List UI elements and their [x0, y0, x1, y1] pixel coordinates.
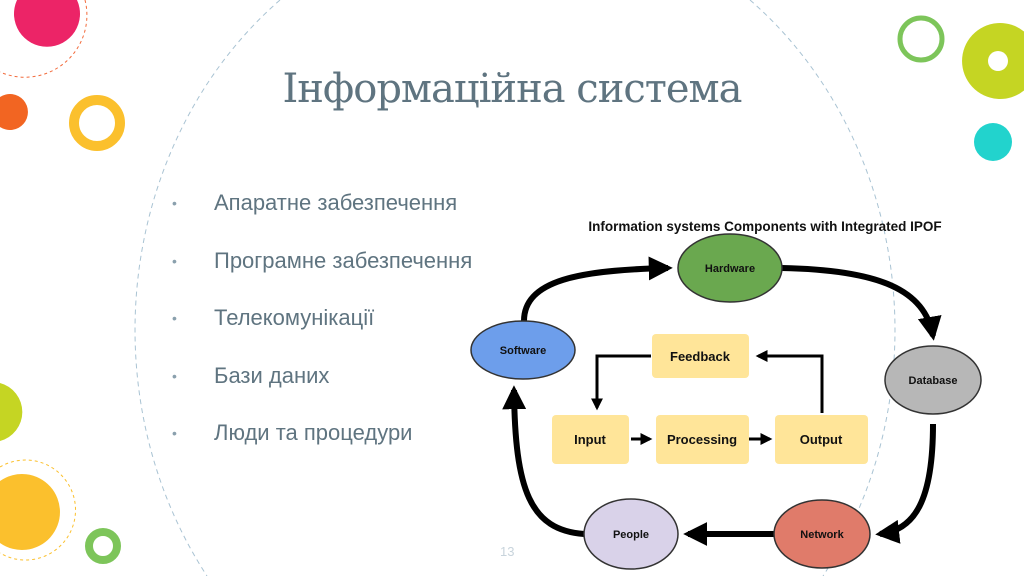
processing-box — [656, 415, 749, 464]
page-number: 13 — [500, 544, 515, 559]
pink-circle-decoration — [14, 0, 81, 47]
feedback-box — [652, 334, 749, 378]
bullet-item: • Телекомунікації — [172, 305, 472, 363]
output-label: Output — [800, 432, 843, 447]
software-label: Software — [500, 345, 546, 357]
teal-circle-decoration — [974, 123, 1012, 161]
processing-label: Processing — [667, 432, 737, 447]
bullet-icon: • — [172, 310, 177, 326]
bullet-icon: • — [172, 425, 177, 441]
hardware-label: Hardware — [705, 263, 755, 275]
bullet-text: Програмне забезпечення — [214, 247, 473, 273]
arrow-people-software — [502, 385, 585, 537]
output-box — [775, 415, 868, 464]
slide-title: Інформаційна система — [282, 66, 742, 112]
green-ring-decoration-bottom — [85, 528, 121, 564]
dashed-ring-decoration-bottom — [0, 459, 77, 561]
lime-ring-hole — [988, 51, 1008, 71]
bullet-text: Люди та процедури — [214, 420, 413, 445]
bullet-icon: • — [172, 252, 177, 269]
database-node — [884, 345, 982, 415]
network-label: Network — [800, 529, 844, 541]
dashed-ring-decoration — [0, 0, 88, 78]
bullet-item: • Програмне забезпечення — [172, 248, 472, 306]
arrow-database-network — [875, 423, 936, 544]
arrow-feedback-input — [591, 354, 651, 411]
network-node — [773, 499, 871, 569]
feedback-label: Feedback — [670, 349, 731, 364]
input-box — [552, 415, 629, 464]
bullet-list: • Апаратне забезпечення • Програмне забезп… — [172, 190, 472, 478]
arrow-output-feedback — [755, 350, 824, 413]
hardware-node — [677, 233, 783, 303]
arrow-software-hardware — [521, 256, 673, 322]
bullet-icon: • — [172, 367, 177, 384]
lime-circle-decoration — [0, 383, 23, 441]
database-label: Database — [909, 375, 958, 387]
bullet-text: Апаратне забезпечення — [214, 190, 458, 215]
people-label: People — [613, 529, 649, 541]
bullet-icon: • — [172, 195, 177, 211]
diagram-title: Information systems Components with Inte… — [588, 219, 941, 234]
green-ring-decoration — [897, 15, 945, 63]
yellow-ring-decoration — [69, 95, 125, 151]
dashed-arc-decoration — [134, 0, 281, 576]
arrow-hardware-database — [781, 265, 942, 341]
bullet-text: Бази даних — [214, 362, 330, 388]
input-label: Input — [574, 432, 606, 447]
bullet-item: • Бази даних — [172, 363, 472, 421]
dashed-arc-decoration-right — [749, 0, 896, 576]
bullet-item: • Люди та процедури — [172, 420, 472, 478]
people-node — [583, 498, 679, 570]
software-node — [470, 320, 576, 380]
bullet-text: Телекомунікації — [214, 305, 375, 330]
bullet-item: • Апаратне забезпечення — [172, 190, 472, 248]
yellow-circle-decoration — [0, 474, 60, 550]
orange-circle-decoration — [0, 94, 28, 130]
